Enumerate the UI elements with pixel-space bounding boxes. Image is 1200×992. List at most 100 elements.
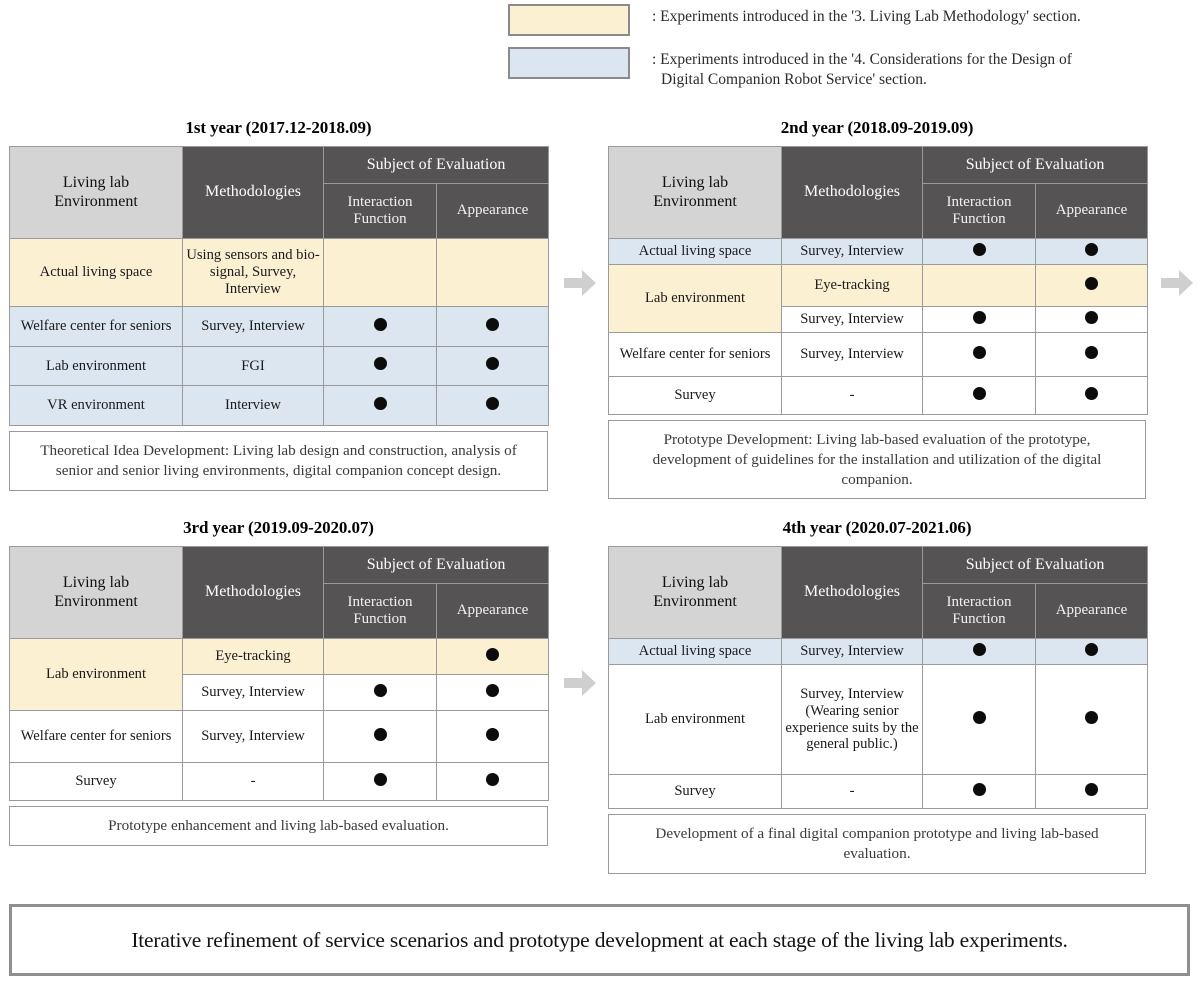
cell-environment: Lab environment <box>608 664 782 775</box>
cell-methodologies: Survey, Interview <box>182 674 324 711</box>
filled-dot-icon <box>373 317 387 331</box>
filled-dot-icon <box>1085 345 1098 359</box>
filled-dot-icon <box>972 242 986 256</box>
cell-interaction-function <box>922 238 1036 265</box>
cell-methodologies: Survey, Interview <box>781 638 923 665</box>
cell-interaction-function <box>323 638 437 675</box>
cell-environment: Welfare center for seniors <box>9 306 183 347</box>
column-header-appearance: Appearance <box>435 583 550 639</box>
cell-interaction-function <box>922 638 1036 665</box>
arrow-right-icon-year1-to-year2 <box>563 268 597 298</box>
cell-interaction-function <box>323 238 437 307</box>
cell-methodologies: - <box>182 762 324 801</box>
filled-dot-icon <box>1085 386 1098 400</box>
cell-appearance <box>1034 306 1149 333</box>
panel-title-year2: 2nd year (2018.09-2019.09) <box>780 118 974 137</box>
column-header-subject-of-evaluation: Subject of Evaluation <box>921 546 1149 584</box>
filled-dot-icon <box>1085 242 1098 256</box>
column-header-subject-of-evaluation: Subject of Evaluation <box>322 546 550 584</box>
cell-environment: VR environment <box>9 385 183 426</box>
cell-interaction-function <box>323 385 437 426</box>
column-header-subject-of-evaluation: Subject of Evaluation <box>921 146 1149 184</box>
cell-interaction-function <box>922 774 1036 809</box>
column-header-appearance: Appearance <box>435 183 550 239</box>
panel-title-year3: 3rd year (2019.09-2020.07) <box>183 518 374 537</box>
filled-dot-icon <box>486 357 499 371</box>
cell-appearance <box>435 306 550 347</box>
cell-environment: Actual living space <box>608 638 782 665</box>
cell-appearance <box>435 346 550 386</box>
filled-dot-icon <box>486 396 499 410</box>
cell-environment: Survey <box>9 762 183 801</box>
cell-methodologies: Survey, Interview <box>781 306 923 333</box>
legend-line-2: Digital Companion Robot Service' section… <box>661 70 927 88</box>
filled-dot-icon <box>972 386 986 400</box>
cell-environment: Welfare center for seniors <box>608 332 782 377</box>
filled-dot-icon <box>486 772 499 786</box>
cell-methodologies: Survey, Interview (Wearing senior experi… <box>781 664 923 775</box>
cell-appearance <box>1034 638 1149 665</box>
cell-interaction-function <box>323 762 437 801</box>
panel-title-year4: 4th year (2020.07-2021.06) <box>782 518 972 537</box>
cell-interaction-function <box>323 674 437 711</box>
column-header-appearance: Appearance <box>1034 183 1149 239</box>
arrow-right-icon-year3-to-year4 <box>563 668 597 698</box>
cell-methodologies: - <box>781 774 923 809</box>
filled-dot-icon <box>486 727 499 741</box>
cell-interaction-function <box>922 332 1036 377</box>
column-header-methodologies: Methodologies <box>182 546 324 639</box>
filled-dot-icon <box>972 642 986 656</box>
arrow-right-icon-year2-to-year3 <box>1160 268 1194 298</box>
legend-text-methodology: : Experiments introduced in the '3. Livi… <box>652 4 1081 27</box>
filled-dot-icon <box>373 683 387 697</box>
cell-appearance <box>435 385 550 426</box>
cell-appearance <box>435 674 550 711</box>
legend-text-considerations: : Experiments introduced in the '4. Cons… <box>652 47 1072 90</box>
panel-description-year2: Prototype Development: Living lab-based … <box>608 420 1146 500</box>
cell-appearance <box>1034 238 1149 265</box>
legend-item-considerations: : Experiments introduced in the '4. Cons… <box>508 47 1188 90</box>
column-header-methodologies: Methodologies <box>182 146 324 239</box>
table-row: Survey, Interview <box>609 306 1149 333</box>
cell-methodologies: Survey, Interview <box>182 306 324 347</box>
column-header-methodologies: Methodologies <box>781 546 923 639</box>
cell-methodologies: Survey, Interview <box>781 332 923 377</box>
column-header-methodologies: Methodologies <box>781 146 923 239</box>
cell-methodologies: Eye-tracking <box>781 264 923 307</box>
cell-appearance <box>1034 774 1149 809</box>
cell-appearance <box>435 762 550 801</box>
cell-appearance <box>1034 332 1149 377</box>
cell-environment: Lab environment <box>608 264 782 333</box>
filled-dot-icon <box>373 727 387 741</box>
cell-interaction-function <box>922 664 1036 775</box>
cell-methodologies: FGI <box>182 346 324 386</box>
filled-dot-icon <box>373 357 387 371</box>
